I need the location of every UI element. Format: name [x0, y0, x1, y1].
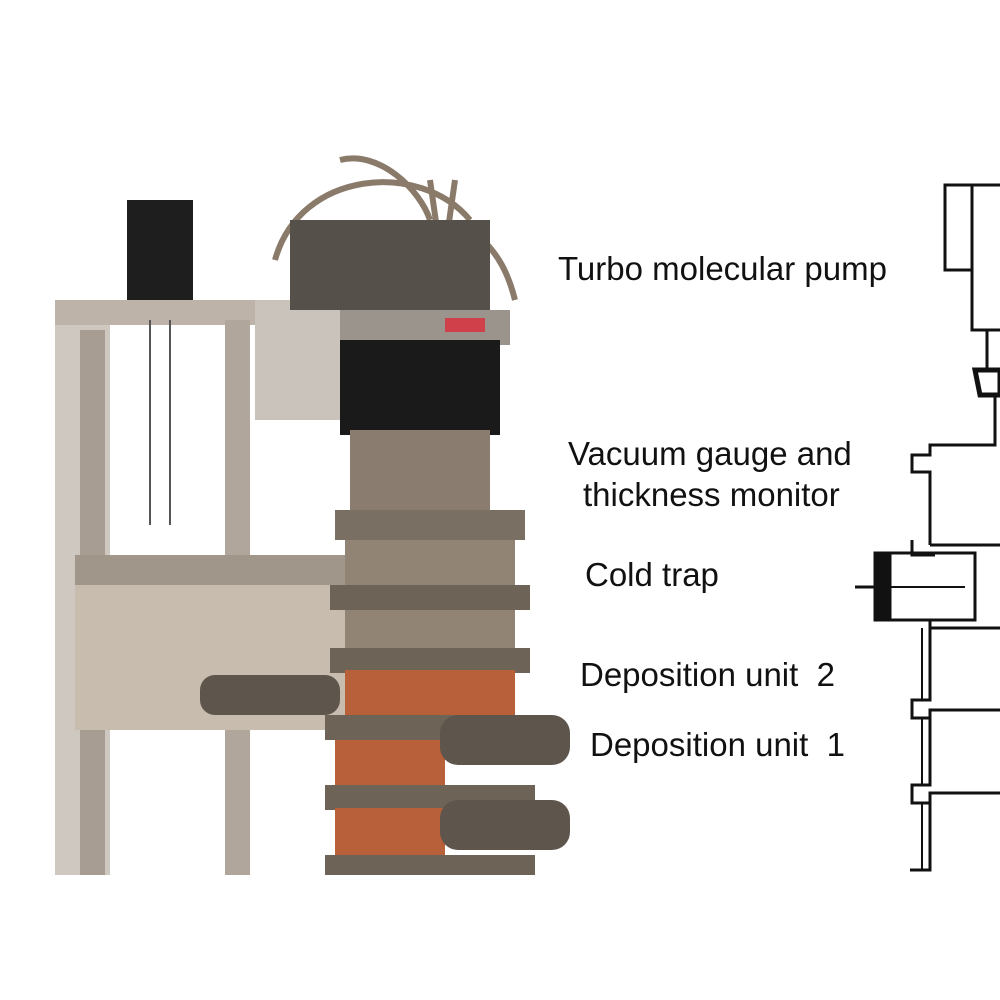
deposition-unit-2-flange [910, 620, 1000, 720]
pump-flange [971, 367, 1000, 398]
label-cold-trap: Cold trap [585, 556, 719, 593]
pump-head [255, 220, 510, 510]
label-turbo-pump: Turbo molecular pump [558, 250, 887, 287]
deposition-unit-1-flange [910, 718, 1000, 872]
vacuum-column [200, 510, 570, 875]
cables [272, 155, 518, 301]
label-deposition-unit-1: Deposition unit 1 [590, 726, 845, 763]
black-box [127, 200, 193, 300]
gauge-flange [910, 395, 997, 545]
label-deposition-unit-2: Deposition unit 2 [580, 656, 835, 693]
turbo-pump-outline [943, 183, 1000, 332]
label-vacuum-gauge: Vacuum gauge and [568, 435, 852, 472]
cold-trap-flange [910, 540, 1000, 557]
label-thickness-monitor: thickness monitor [583, 476, 840, 513]
